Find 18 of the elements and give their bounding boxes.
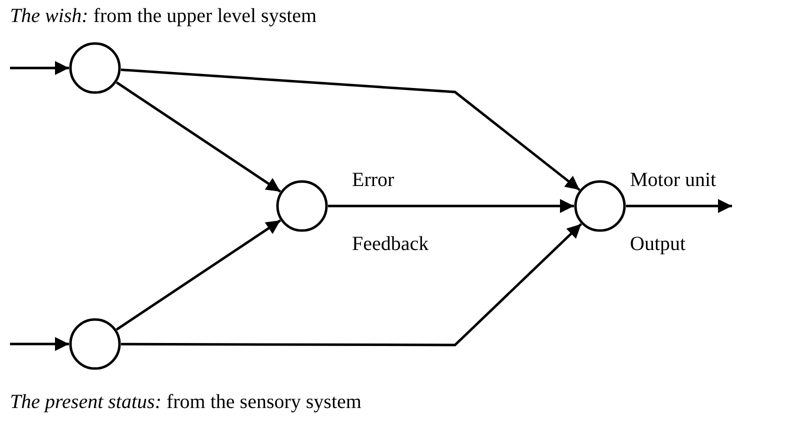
arrow xyxy=(120,68,580,191)
summing-circle xyxy=(276,180,328,232)
summing-circle xyxy=(574,180,626,232)
signal-label: Output xyxy=(630,234,686,254)
arrow xyxy=(10,337,69,351)
signal-label: Feedback xyxy=(352,234,429,254)
signal-label: Motor unit xyxy=(630,170,716,190)
summing-circle xyxy=(69,318,121,370)
arrow xyxy=(328,199,574,213)
note-text: The present status: from the sensory system xyxy=(10,392,362,412)
summing-circle xyxy=(69,42,121,94)
arrow xyxy=(116,81,282,193)
note-text: The wish: from the upper level system xyxy=(10,6,317,26)
arrow xyxy=(10,61,69,75)
signal-label: Error xyxy=(352,170,394,190)
arrow xyxy=(626,199,732,213)
arrow xyxy=(116,219,282,331)
arrow xyxy=(121,223,582,346)
